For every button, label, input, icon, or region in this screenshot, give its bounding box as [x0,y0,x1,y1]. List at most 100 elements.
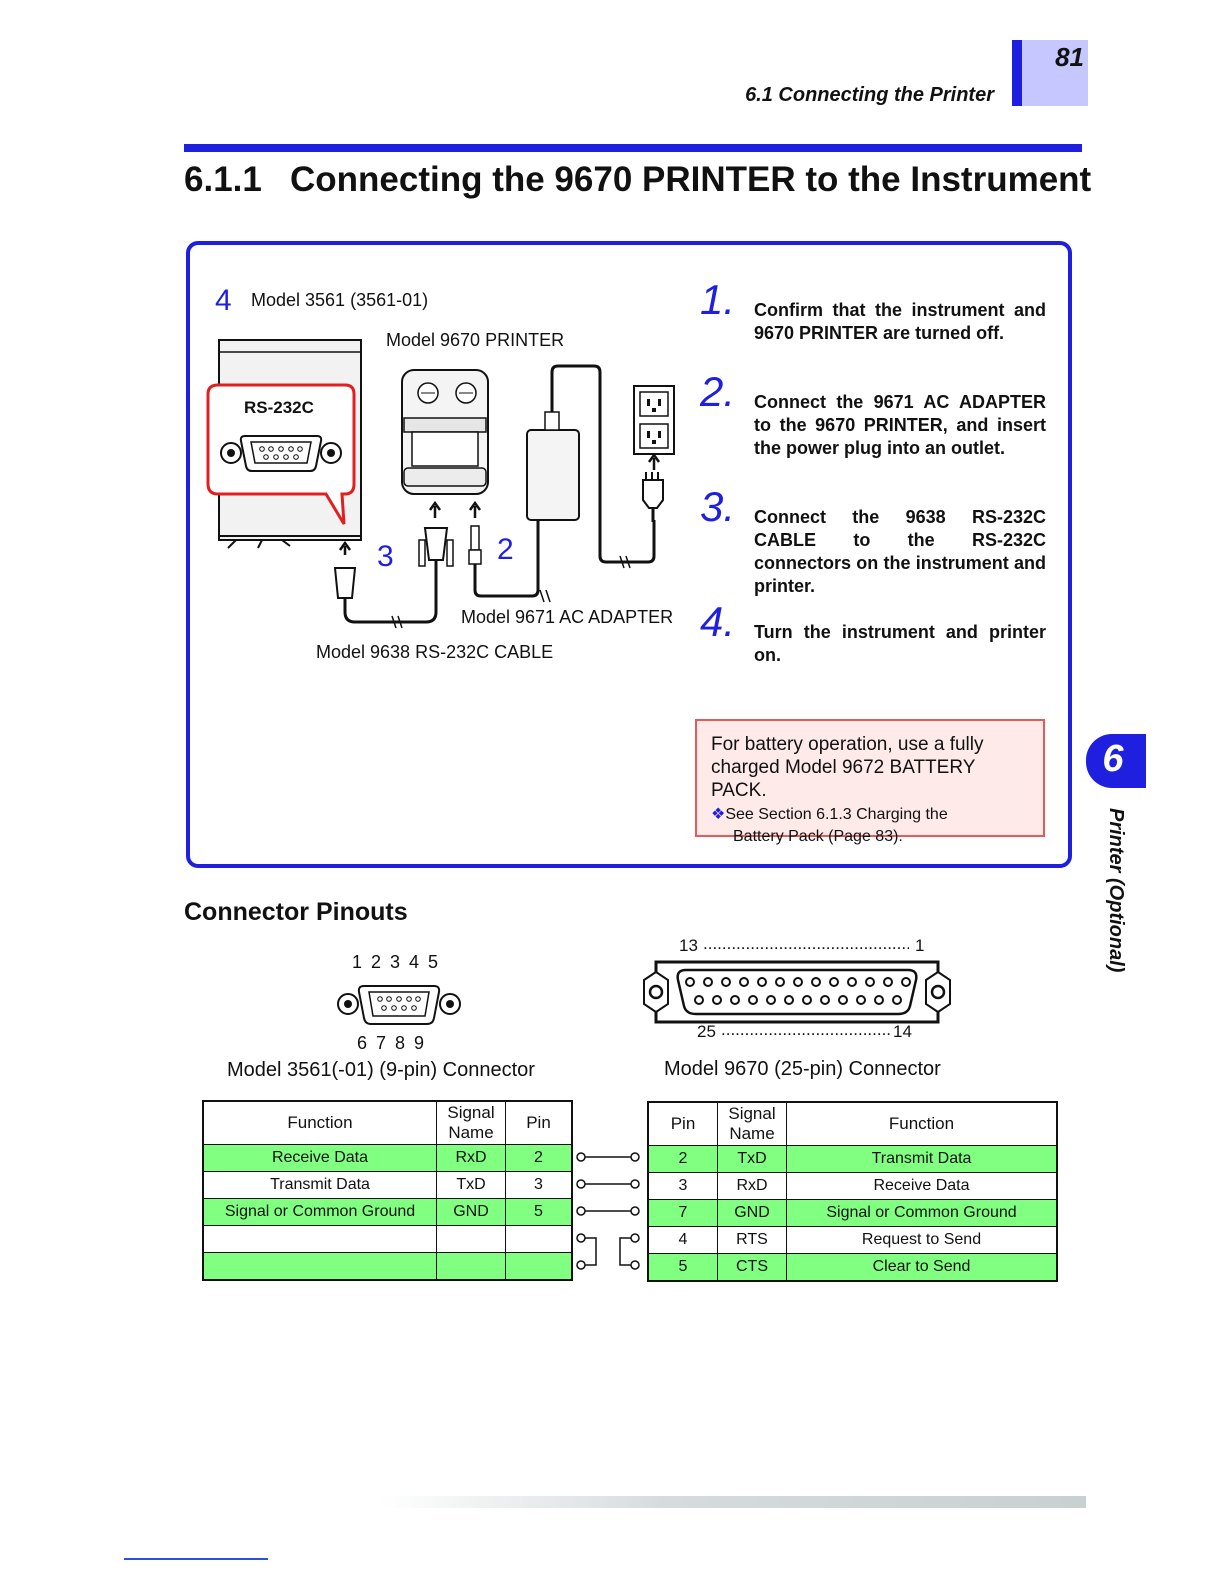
db25-top-dots: ........................................… [703,934,909,953]
note-ref-line-1: See Section 6.1.3 Charging the [725,806,948,823]
table-cell: Signal or Common Ground [202,1198,437,1226]
adapter-label: Model 9671 AC ADAPTER [461,607,674,627]
table-row: 2 TxD Transmit Data [647,1145,1058,1173]
pinouts-title: Connector Pinouts [184,898,408,926]
step-number: 2. [700,368,736,415]
table-cell: GND [436,1198,506,1226]
table-cell [436,1252,506,1281]
column-header: Pin [505,1100,573,1145]
table-row: Signal or Common Ground GND 5 [202,1198,573,1226]
step-number: 1. [700,276,736,323]
table-cell: Receive Data [786,1172,1058,1200]
heading-rule [184,144,1082,152]
table-cell [436,1225,506,1253]
table-cell: GND [717,1199,787,1227]
page-number: 81 [1055,42,1084,72]
step-text: Turn the instrument and printer on. [754,622,1046,665]
step-text: Confirm that the instrument and 9670 PRI… [754,300,1046,343]
table-cell: Transmit Data [202,1171,437,1199]
table-cell: 7 [647,1199,718,1227]
db25-pin-table: Pin Signal Name Function 2 TxD Transmit … [647,1101,1058,1282]
battery-note: For battery operation, use a fully charg… [695,719,1045,845]
chapter-tab[interactable] [1086,734,1146,788]
table-cell: 4 [647,1226,718,1254]
table-row: Receive Data RxD 2 [202,1144,573,1172]
db9-pin-table: Function Signal Name Pin Receive Data Rx… [202,1100,573,1281]
db25-bottom-right: 14 [893,1022,912,1041]
table-cell: RTS [717,1226,787,1254]
table-cell: Clear to Send [786,1253,1058,1282]
column-header: Signal Name [436,1100,506,1145]
heading-number: 6.1.1 [184,160,262,199]
db25-caption: Model 9670 (25-pin) Connector [664,1058,941,1080]
table-cell [202,1225,437,1253]
column-header: Pin [647,1101,718,1146]
step-text: Connect the 9671 AC ADAPTER to the 9670 … [754,392,1046,458]
note-line-1: For battery operation, use a fully [711,734,984,755]
section-title: 6.1 Connecting the Printer [745,84,994,106]
connection-illustration [206,339,675,629]
note-reference[interactable]: ❖See Section 6.1.3 Charging the [711,804,1033,826]
footer-line [124,1558,268,1560]
table-cell: RxD [436,1144,506,1172]
db9-caption: Model 3561(-01) (9-pin) Connector [227,1059,535,1081]
footer-gradient-bar [380,1496,1086,1508]
table-row: Transmit Data TxD 3 [202,1171,573,1199]
note-ref-line-2: Battery Pack (Page 83). [733,828,903,845]
table-row: 5 CTS Clear to Send [647,1253,1058,1282]
db25-bottom-dots: ...................................... [721,1020,891,1039]
table-row [202,1225,573,1253]
printer-illustration [401,369,489,495]
table-cell: TxD [717,1145,787,1173]
chapter-side-label: Printer (Optional) [1105,808,1127,973]
step-number: 4. [700,598,736,645]
db9-top-pins: 1 2 3 4 5 [352,952,440,972]
diamond-bullet-icon: ❖ [711,806,726,823]
table-cell: 3 [505,1171,573,1199]
table-cell: 5 [647,1253,718,1282]
rs232c-label: RS-232C [244,398,314,417]
table-cell: 2 [647,1145,718,1173]
callout-3: 3 [377,540,394,573]
table-cell [505,1225,573,1253]
column-header: Signal Name [717,1101,787,1146]
table-cell: 2 [505,1144,573,1172]
table-header-row: Function Signal Name Pin [202,1100,573,1145]
printer-label: Model 9670 PRINTER [386,330,565,350]
page-heading: 6.1.1 Connecting the 9670 PRINTER to the … [184,160,1124,200]
callout-4: 4 [215,284,232,317]
table-cell: RxD [717,1172,787,1200]
db25-connector-icon [643,960,951,1024]
table-cell: Receive Data [202,1144,437,1172]
note-line-2: charged Model 9672 BATTERY PACK. [711,757,976,801]
connection-diagram-box [186,241,1072,868]
table-cell [505,1252,573,1281]
db9-connector-icon [337,985,461,1025]
table-cell: Request to Send [786,1226,1058,1254]
table-row [202,1252,573,1281]
page-number-bar [1012,40,1022,106]
column-header: Function [202,1100,437,1145]
cable-label: Model 9638 RS-232C CABLE [316,642,554,662]
step-number: 3. [700,483,736,530]
db25-top-left: 13 [679,936,698,955]
db25-bottom-left: 25 [697,1022,716,1041]
table-cell: Transmit Data [786,1145,1058,1173]
callout-2: 2 [497,533,514,566]
chapter-number: 6 [1102,738,1124,780]
table-cell: TxD [436,1171,506,1199]
table-row: 7 GND Signal or Common Ground [647,1199,1058,1227]
heading-title: Connecting the 9670 PRINTER to the Instr… [290,160,1092,199]
table-cell: CTS [717,1253,787,1282]
step-text: Connect the 9638 RS-232C CABLE to the RS… [754,507,1046,596]
table-row: 4 RTS Request to Send [647,1226,1058,1254]
db25-top-right: 1 [915,936,925,955]
table-header-row: Pin Signal Name Function [647,1101,1058,1146]
table-cell: 3 [647,1172,718,1200]
wiring-diagram [576,1152,640,1270]
instrument-db9-icon [220,435,342,472]
column-header: Function [786,1101,1058,1146]
db9-bottom-pins: 6 7 8 9 [357,1033,426,1053]
table-row: 3 RxD Receive Data [647,1172,1058,1200]
table-cell [202,1252,437,1281]
